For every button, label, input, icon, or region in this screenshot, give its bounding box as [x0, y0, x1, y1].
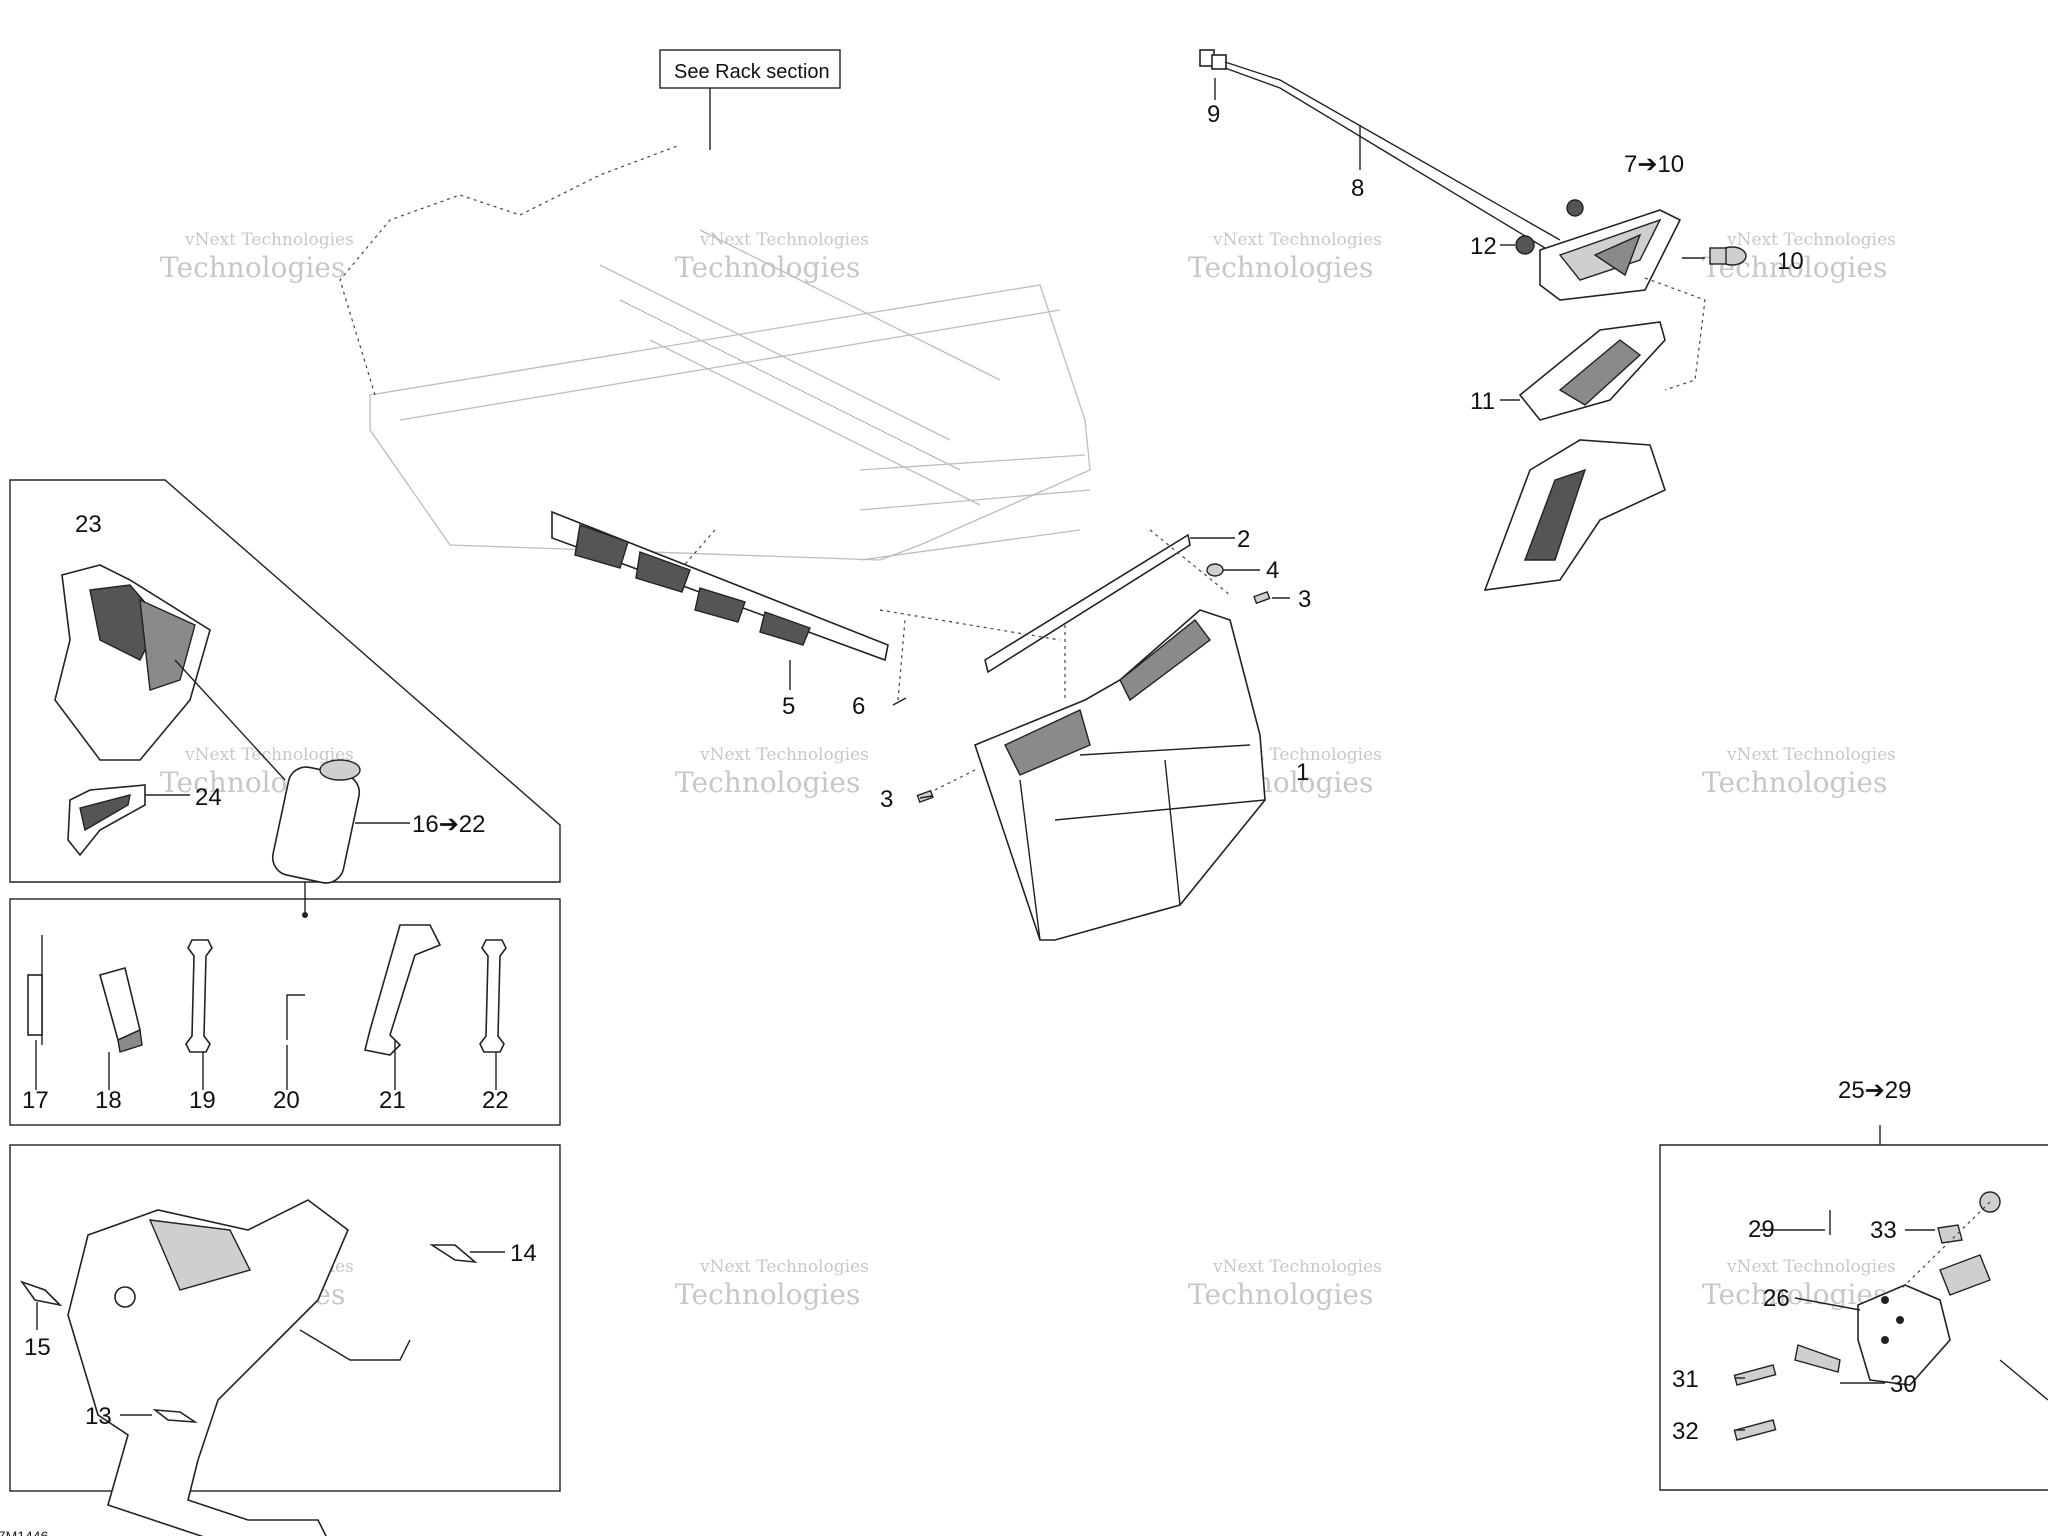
callout-32: 32	[1672, 1418, 1699, 1445]
snowmobile-box	[9, 1144, 561, 1536]
callout-10: 10	[1777, 248, 1804, 275]
callout-26: 26	[1763, 1285, 1790, 1312]
snow-flap-part	[974, 609, 1266, 941]
callout-8: 8	[1351, 175, 1364, 202]
hex-key-tool	[286, 994, 305, 1090]
hitch-bracket-part	[1857, 1284, 1951, 1386]
leader-line	[679, 529, 716, 571]
callout-15: 15	[24, 1334, 51, 1361]
connector-dot	[302, 912, 308, 918]
callout-31: 31	[1672, 1366, 1699, 1393]
see-rack-note: See Rack section	[674, 61, 830, 83]
watermark-text: Technologies	[1702, 1278, 1887, 1311]
callout-29: 29	[1748, 1216, 1775, 1243]
wire-harness-part	[1199, 49, 1561, 249]
screwdriver-tool	[27, 935, 43, 1090]
reflector-part	[19, 1244, 505, 1424]
watermark-text: Technologies	[675, 766, 860, 799]
tools-box	[9, 898, 561, 1126]
callout-33: 33	[1870, 1217, 1897, 1244]
callout-17: 17	[22, 1087, 49, 1114]
hinge-strip-part	[879, 529, 1290, 700]
callout-11: 11	[1470, 388, 1495, 415]
callout-3: 3	[1298, 586, 1311, 613]
watermark-text: Technologies	[1188, 1278, 1373, 1311]
callout-7-10: 7➔10	[1624, 151, 1684, 178]
callout-21: 21	[379, 1087, 406, 1114]
callout-9: 9	[1207, 101, 1220, 128]
callout-1: 1	[1296, 759, 1309, 786]
watermark-text: vNext Technologies	[184, 745, 354, 765]
callout-2: 2	[1237, 526, 1250, 553]
socket-tool	[99, 967, 143, 1090]
callout-16-22: 16➔22	[412, 811, 486, 838]
watermark-text: vNext Technologies	[699, 1257, 869, 1277]
side-rail-part	[551, 510, 889, 662]
hitch-parts	[1733, 1191, 2048, 1441]
tool-kit-box	[9, 479, 561, 884]
tool-bag-holder-part	[54, 564, 211, 761]
watermark-text: vNext Technologies	[1212, 230, 1382, 250]
leader-lines	[919, 78, 1935, 1431]
screw-part	[892, 619, 907, 706]
callout-18: 18	[95, 1087, 122, 1114]
watermark-text: vNext Technologies	[699, 745, 869, 765]
taillight-part	[1539, 209, 1682, 301]
callout-23: 23	[75, 511, 102, 538]
see-rack-note-box	[659, 49, 841, 89]
callout-3: 3	[880, 786, 893, 813]
callout-25-29: 25➔29	[1838, 1077, 1912, 1104]
callout-12: 12	[1470, 233, 1497, 260]
spanner-tool	[364, 924, 442, 1090]
callout-19: 19	[189, 1087, 216, 1114]
grommet-part	[1515, 199, 1584, 255]
watermark-text: vNext Technologies	[699, 230, 869, 250]
watermark-text: vNext Technologies	[184, 230, 354, 250]
callout-6: 6	[852, 693, 865, 720]
wrench-tool	[185, 939, 213, 1090]
watermark-text: vNext Technologies	[1726, 745, 1896, 765]
callout-13: 13	[85, 1403, 112, 1430]
watermark-text: Technologies	[675, 251, 860, 284]
callout-24: 24	[195, 784, 222, 811]
hitch-box	[1659, 1125, 2048, 1491]
watermark-text: Technologies	[1188, 251, 1373, 284]
callout-20: 20	[273, 1087, 300, 1114]
taillight-housing-part	[1483, 277, 1706, 591]
watermark-text: vNext Technologies	[1726, 230, 1896, 250]
callout-5: 5	[782, 693, 795, 720]
wrench-tool	[479, 939, 507, 1090]
watermark-text: vNext Technologies	[1212, 1257, 1382, 1277]
callout-30: 30	[1890, 1371, 1917, 1398]
watermark-text: Technologies	[675, 1278, 860, 1311]
bulb-part	[1709, 246, 1747, 266]
callout-4: 4	[1266, 557, 1279, 584]
callout-22: 22	[482, 1087, 509, 1114]
watermark-text: vNext Technologies	[1726, 1257, 1896, 1277]
watermark-text: Technologies	[160, 251, 345, 284]
rack-ghost	[339, 88, 1091, 561]
tool-bag-part	[271, 759, 361, 884]
strap-part	[67, 784, 146, 857]
callout-14: 14	[510, 1240, 537, 1267]
watermark-text: Technologies	[1702, 766, 1887, 799]
snowmobile-outline	[67, 1199, 411, 1536]
leader-line	[174, 659, 286, 781]
callouts: 1 2 3 3 4 5 6 7➔10 8 9 10 11 12 13 14 15…	[22, 101, 1917, 1445]
